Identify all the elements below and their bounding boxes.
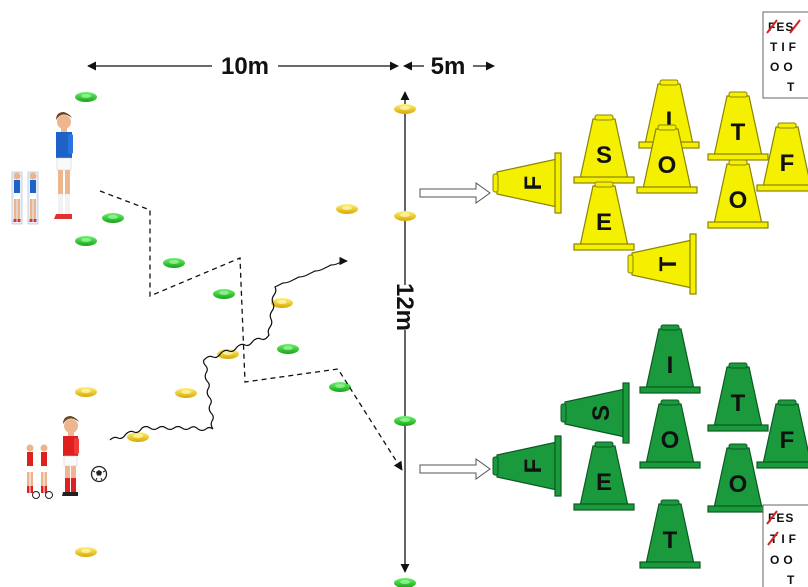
strike-mark <box>767 531 779 546</box>
yellow-marker <box>75 547 97 557</box>
cone-letter: T <box>663 527 678 554</box>
blue-player-small <box>27 171 39 225</box>
cone-letter: T <box>655 256 682 271</box>
green-marker <box>277 344 299 354</box>
letter-cone: T <box>707 91 769 161</box>
to-green-field-arrow <box>419 458 491 480</box>
run-path <box>99 190 403 471</box>
red-player-small <box>40 444 48 493</box>
yellow-marker <box>394 104 416 114</box>
red-team <box>26 416 108 499</box>
cone-letter: E <box>596 209 612 236</box>
card-row: TIF <box>770 40 800 54</box>
cone-letter: I <box>666 107 673 134</box>
green-cone-field: F S I O T F E O T <box>492 324 808 569</box>
cone-letter: I <box>667 352 674 379</box>
card-row: OO <box>770 553 797 567</box>
offset-label: 5m <box>431 53 466 80</box>
top-word-card: FES TIF OO T <box>762 11 808 99</box>
blue-player <box>54 112 73 219</box>
cone-letter: F <box>520 176 547 191</box>
letter-cone: F <box>492 152 562 214</box>
cone-letter: O <box>661 427 680 454</box>
letter-cone: F <box>756 122 808 192</box>
cone-letter: T <box>731 390 746 417</box>
card-row: T <box>787 80 795 94</box>
letter-cone: E <box>573 441 635 511</box>
green-marker <box>394 578 416 587</box>
width-dimension: 10m <box>87 53 399 80</box>
dribble-path <box>109 256 348 441</box>
strike-mark <box>766 510 778 525</box>
letter-cone: F <box>756 399 808 469</box>
red-player <box>62 416 79 496</box>
green-marker <box>213 289 235 299</box>
blue-team <box>11 112 73 225</box>
yellow-marker <box>394 211 416 221</box>
cone-letter: O <box>658 152 677 179</box>
bottom-word-card: FES TIF OO T <box>762 504 808 587</box>
green-marker <box>75 92 97 102</box>
small-ball-icon <box>32 491 40 499</box>
letter-cone: T <box>639 499 701 569</box>
letter-cone: I <box>639 324 701 394</box>
cone-letter: F <box>780 150 795 177</box>
width-label: 10m <box>221 53 269 80</box>
cone-letter: O <box>729 187 748 214</box>
green-marker <box>75 236 97 246</box>
letter-cone: O <box>707 443 769 513</box>
blue-player-small <box>11 171 23 225</box>
strike-mark <box>766 19 778 34</box>
letter-cone: O <box>707 159 769 229</box>
cone-letter: O <box>729 471 748 498</box>
cone-letter: S <box>588 405 615 421</box>
offset-dimension: 5m <box>403 53 495 80</box>
letter-cone: E <box>573 181 635 251</box>
small-ball-icon <box>45 491 53 499</box>
letter-cone: T <box>627 233 697 295</box>
yellow-marker <box>336 204 358 214</box>
cone-letter: T <box>731 119 746 146</box>
cone-letter: E <box>596 469 612 496</box>
yellow-marker <box>127 432 149 442</box>
to-yellow-field-arrow <box>419 182 491 204</box>
ball-icon <box>90 465 108 483</box>
cone-letter: F <box>780 427 795 454</box>
letter-cone: T <box>707 362 769 432</box>
letter-cone: O <box>639 399 701 469</box>
card-row: OO <box>770 60 797 74</box>
red-player-small <box>26 444 34 493</box>
letter-cone: O <box>636 124 698 194</box>
yellow-marker <box>175 388 197 398</box>
letter-cone: S <box>560 382 630 444</box>
letter-cone: F <box>492 435 562 497</box>
height-dimension: 12m <box>391 91 418 573</box>
letter-cone: S <box>573 114 635 184</box>
card-row: TIF <box>770 532 800 546</box>
green-marker <box>163 258 185 268</box>
height-label: 12m <box>391 283 418 331</box>
cone-letter: F <box>520 459 547 474</box>
yellow-marker <box>75 387 97 397</box>
marker-discs <box>75 92 416 587</box>
green-marker <box>394 416 416 426</box>
card-row: T <box>787 573 795 587</box>
green-marker <box>102 213 124 223</box>
cone-letter: S <box>596 142 612 169</box>
strike-mark <box>789 19 801 34</box>
